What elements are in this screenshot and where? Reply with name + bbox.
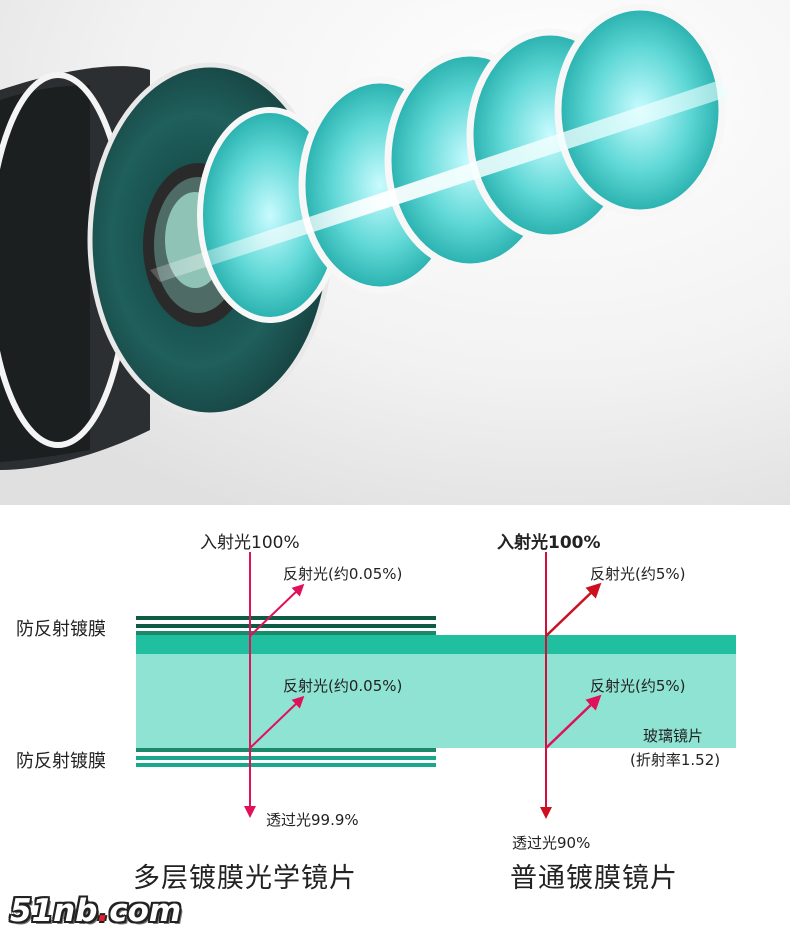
- right-reflect-top-label: 反射光(约5%): [590, 565, 686, 583]
- watermark-dot: .: [97, 893, 110, 929]
- glass-label: 玻璃镜片: [643, 727, 704, 745]
- left-reflect-top-label: 反射光(约0.05%): [283, 565, 403, 583]
- right-caption: 普通镀膜镜片: [510, 863, 678, 894]
- watermark-logo: 51nb.com: [10, 893, 181, 929]
- right-transmit-label: 透过光90%: [512, 834, 591, 852]
- left-reflect-bottom-label: 反射光(约0.05%): [283, 677, 403, 695]
- lens-photo: [0, 0, 790, 505]
- left-transmit-label: 透过光99.9%: [266, 811, 359, 829]
- left-reflect-top-arrow: [249, 583, 305, 637]
- watermark-prefix: 51nb: [10, 893, 98, 929]
- watermark-suffix: com: [109, 893, 182, 929]
- side-label-top: 防反射镀膜: [16, 619, 106, 640]
- side-label-bottom: 防反射镀膜: [16, 751, 106, 772]
- coating-diagram: [136, 552, 736, 819]
- right-reflect-top-arrow: [545, 582, 602, 637]
- multi-coated-lens: [136, 616, 436, 767]
- glass-index-label: (折射率1.52): [630, 751, 721, 769]
- right-reflect-bottom-label: 反射光(约5%): [590, 677, 686, 695]
- right-reflect-bottom-arrow: [545, 694, 602, 749]
- left-incident-label: 入射光100%: [200, 533, 300, 553]
- right-incident-label: 入射光100%: [497, 533, 601, 553]
- left-reflect-bottom-arrow: [249, 695, 305, 749]
- left-caption: 多层镀膜光学镜片: [133, 863, 357, 894]
